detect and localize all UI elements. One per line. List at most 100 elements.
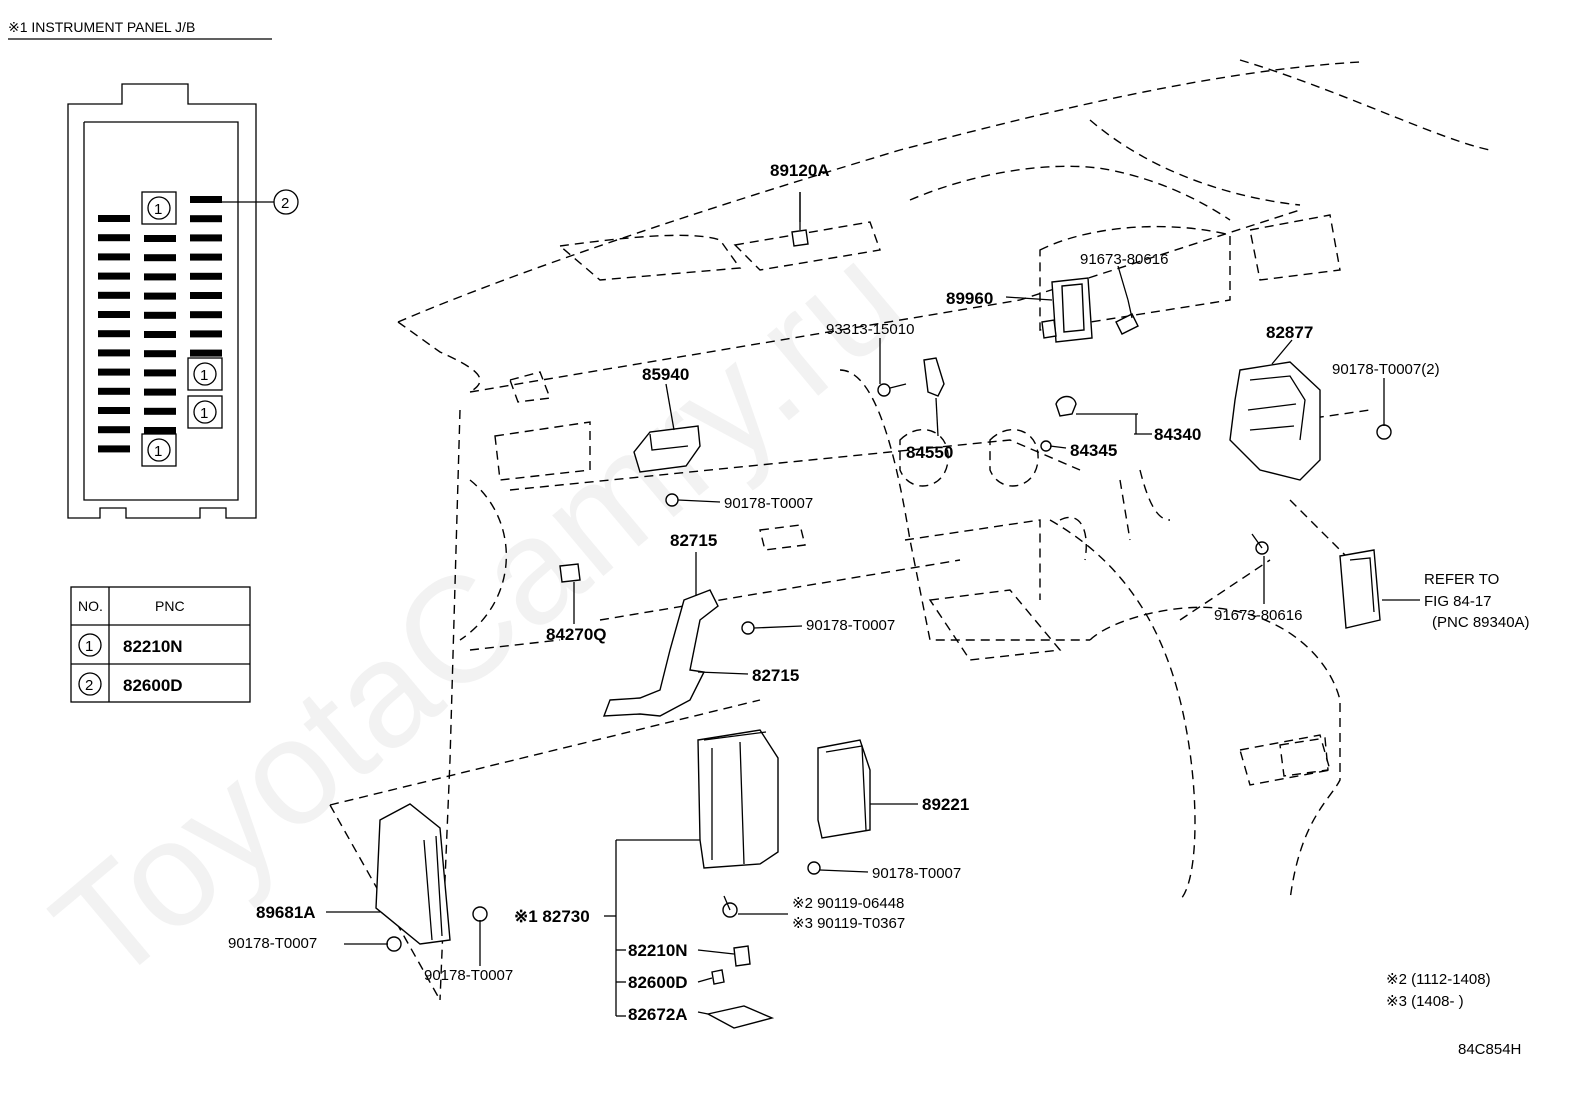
part-labels: 89120A 91673-80616 89960 93313-15010 828… xyxy=(228,161,1530,1058)
fuse-slot xyxy=(98,234,130,242)
part-84550-switch xyxy=(923,357,945,397)
fuse-slot xyxy=(144,350,176,358)
label-91673-80616-top: 91673-80616 xyxy=(1080,251,1168,268)
label-84340: 84340 xyxy=(1154,425,1201,444)
label-89681A: 89681A xyxy=(256,903,316,922)
fuse-slot xyxy=(144,388,176,396)
fuse-slot xyxy=(190,330,222,338)
label-84270Q: 84270Q xyxy=(546,625,607,644)
label-82730: ※1 82730 xyxy=(514,907,590,926)
part-82730-junction-block xyxy=(697,729,779,869)
relay-box-1 xyxy=(141,191,177,225)
fuse-slot xyxy=(144,311,176,319)
label-refer-pnc: (PNC 89340A) xyxy=(1432,614,1530,631)
label-91673-80616-bottom: 91673-80616 xyxy=(1214,607,1302,624)
label-90178-T0007-b: 90178-T0007 xyxy=(806,617,895,634)
callout-number-1c: 1 xyxy=(200,405,208,422)
fuse-slot xyxy=(98,330,130,338)
callout-circle-1d xyxy=(147,438,171,462)
legend-row-1-no: 1 xyxy=(85,638,93,655)
fuse-slot xyxy=(190,311,222,319)
part-90178-nut-e xyxy=(472,906,488,922)
part-91673-bolt-top xyxy=(1115,299,1139,335)
part-84345-84340-switch xyxy=(1040,395,1077,452)
fuse-slot xyxy=(144,427,176,434)
label-85940: 85940 xyxy=(642,365,689,384)
part-89221-ecu xyxy=(817,739,871,839)
fuse-slot xyxy=(144,407,176,415)
part-89960-sensor xyxy=(1041,277,1093,343)
fuse-slot xyxy=(98,253,130,261)
part-82672A-cover xyxy=(706,1005,775,1029)
fuse-slot xyxy=(98,215,130,222)
label-refer-to: REFER TO xyxy=(1424,571,1499,588)
label-90119-06448: ※2 90119-06448 xyxy=(792,895,904,912)
fuse-slot xyxy=(144,254,176,262)
fuse-slot xyxy=(190,234,222,242)
label-82600D: 82600D xyxy=(628,973,688,992)
fuse-slot xyxy=(98,407,130,414)
relay-box-4 xyxy=(141,433,177,467)
legend-row-1-pnc: 82210N xyxy=(123,637,183,656)
part-91673-bolt-bottom xyxy=(1251,533,1269,555)
fuse-slot xyxy=(190,292,222,299)
label-90178-T0007-2: 90178-T0007(2) xyxy=(1332,361,1440,378)
fuse-slot xyxy=(98,291,130,299)
part-82210N-relay xyxy=(733,945,751,967)
page-title: ※1 INSTRUMENT PANEL J/B xyxy=(8,19,195,35)
fuse-slot xyxy=(98,426,130,434)
label-82715-b: 82715 xyxy=(752,666,799,685)
label-89221: 89221 xyxy=(922,795,969,814)
part-93313-bolt xyxy=(877,383,907,397)
label-refer-fig: FIG 84-17 xyxy=(1424,593,1492,610)
fuse-slot xyxy=(144,369,176,377)
fuse-slot xyxy=(98,349,130,357)
label-90178-T0007-d: 90178-T0007 xyxy=(228,935,317,952)
pnc-legend-table: NO. PNC 1 82210N 2 82600D xyxy=(70,586,251,703)
figure-code: 84C854H xyxy=(1458,1041,1521,1058)
label-82877: 82877 xyxy=(1266,323,1313,342)
callout-circle-1c xyxy=(193,400,217,424)
part-89340A-ecu xyxy=(1339,549,1381,629)
label-89960: 89960 xyxy=(946,289,993,308)
callout-circle-2 xyxy=(273,189,299,215)
fuse-slot xyxy=(98,368,130,376)
instrument-panel-outline xyxy=(329,59,1491,1001)
part-90119-bolt xyxy=(722,895,738,918)
label-93313-15010: 93313-15010 xyxy=(826,321,914,338)
fuse-slot xyxy=(98,311,130,318)
label-82715-a: 82715 xyxy=(670,531,717,550)
part-90178-nut-b xyxy=(741,621,755,635)
part-82600D-fuse xyxy=(711,969,725,985)
label-82672A: 82672A xyxy=(628,1005,688,1024)
callout-number-2: 2 xyxy=(281,195,289,212)
part-82877-bracket xyxy=(1229,361,1321,481)
fuse-slot xyxy=(190,215,222,223)
label-90178-T0007-a: 90178-T0007 xyxy=(724,495,813,512)
part-90178-nut-right xyxy=(1376,424,1392,440)
label-90119-T0367: ※3 90119-T0367 xyxy=(792,915,905,932)
fuse-slot xyxy=(190,253,222,261)
label-90178-T0007-e: 90178-T0007 xyxy=(424,967,513,984)
legend-col-pnc: PNC xyxy=(155,598,185,614)
fuse-slot xyxy=(144,235,176,242)
fuse-slot xyxy=(190,349,222,357)
fuse-slot xyxy=(144,273,176,281)
part-90178-nut-a xyxy=(665,493,679,507)
fuse-slot xyxy=(190,272,222,280)
fuse-slot xyxy=(98,445,130,453)
callout-circle-1 xyxy=(147,196,171,220)
legend-row-2-pnc: 82600D xyxy=(123,676,183,695)
junction-block: 1 1 1 1 2 xyxy=(67,83,299,519)
label-84345: 84345 xyxy=(1070,441,1117,460)
fuse-slot xyxy=(190,196,222,203)
legend-row-2-no: 2 xyxy=(85,677,93,694)
part-85940-module xyxy=(633,425,701,473)
callout-number-1: 1 xyxy=(154,201,162,218)
callout-circle-1b xyxy=(193,362,217,386)
relay-box-2 xyxy=(187,357,223,391)
label-90178-T0007-c: 90178-T0007 xyxy=(872,865,961,882)
part-82715-bracket xyxy=(602,589,719,717)
part-90178-nut-d xyxy=(386,936,402,952)
